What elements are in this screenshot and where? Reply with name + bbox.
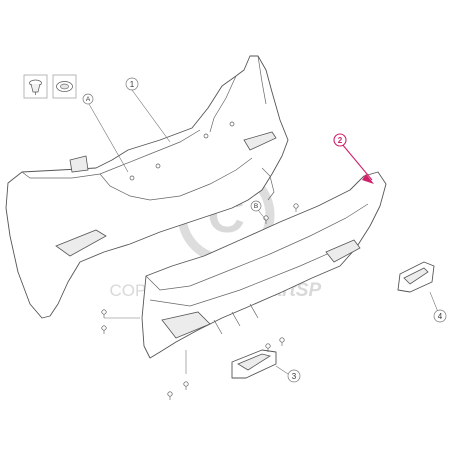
- diffuser-center-line: [149, 243, 351, 307]
- callout-3[interactable]: 3: [287, 369, 301, 383]
- rear-diffuser: [141, 171, 387, 359]
- diffuser-fins: [213, 303, 259, 335]
- bumper-top-edge: [21, 129, 201, 179]
- bumper-cover: [5, 55, 289, 319]
- screw-icon: [293, 203, 299, 212]
- fastener-screws: [101, 203, 299, 400]
- bumper-side-panel-line: [209, 75, 237, 133]
- ref-b-label: B: [254, 203, 258, 210]
- leader-part-4: [429, 291, 439, 313]
- bumper-bracket: [261, 167, 275, 201]
- screw-icon: [101, 309, 107, 318]
- exhaust-tip-left: [231, 349, 277, 379]
- callout-1-label: 1: [130, 80, 135, 89]
- screw-icon: [183, 381, 189, 390]
- bumper-recess-line: [99, 157, 253, 201]
- screw-icon: [101, 325, 107, 334]
- callout-3-label: 3: [292, 372, 297, 381]
- clip-fastener-icon: [29, 79, 42, 95]
- mount-hole: [229, 121, 235, 127]
- screw-icon: [167, 391, 173, 400]
- bumper-corner-edge: [257, 55, 267, 105]
- callout-2-label: 2: [338, 136, 343, 145]
- mount-hole: [129, 175, 135, 181]
- leader-ref-a: [88, 103, 129, 173]
- callout-1[interactable]: 1: [125, 77, 139, 91]
- callout-2[interactable]: 2: [333, 133, 347, 147]
- ref-b[interactable]: B: [250, 200, 262, 212]
- callout-4-label: 4: [438, 312, 443, 321]
- diffuser-right-tip-cutout: [325, 239, 361, 263]
- mount-hole: [155, 163, 161, 169]
- leader-ref-b: [257, 209, 267, 221]
- exhaust-tip-left-opening: [237, 353, 272, 371]
- right-reflector-recess: [243, 131, 277, 151]
- diffuser-left-tip-cutout: [161, 311, 211, 339]
- screw-icon: [265, 343, 271, 352]
- ref-a-label: A: [86, 96, 91, 103]
- grommet-icon: [56, 81, 73, 92]
- exhaust-tip-right: [397, 261, 435, 293]
- left-reflector-recess: [55, 229, 107, 257]
- fastener-legend: [23, 74, 77, 99]
- mount-hole: [203, 133, 209, 139]
- leader-lines: [88, 89, 439, 375]
- screw-icon: [279, 337, 285, 346]
- exhaust-tip-right-opening: [403, 267, 429, 285]
- leader-part-1: [131, 89, 171, 143]
- callout-4[interactable]: 4: [433, 309, 447, 323]
- tow-hook-cover: [69, 155, 89, 173]
- leader-part-2-arrowhead: [362, 174, 374, 184]
- leader-part-2: [341, 143, 373, 181]
- diffuser-upper-ridge: [145, 203, 369, 291]
- leader-part-3: [275, 365, 289, 375]
- ref-a[interactable]: A: [82, 93, 94, 105]
